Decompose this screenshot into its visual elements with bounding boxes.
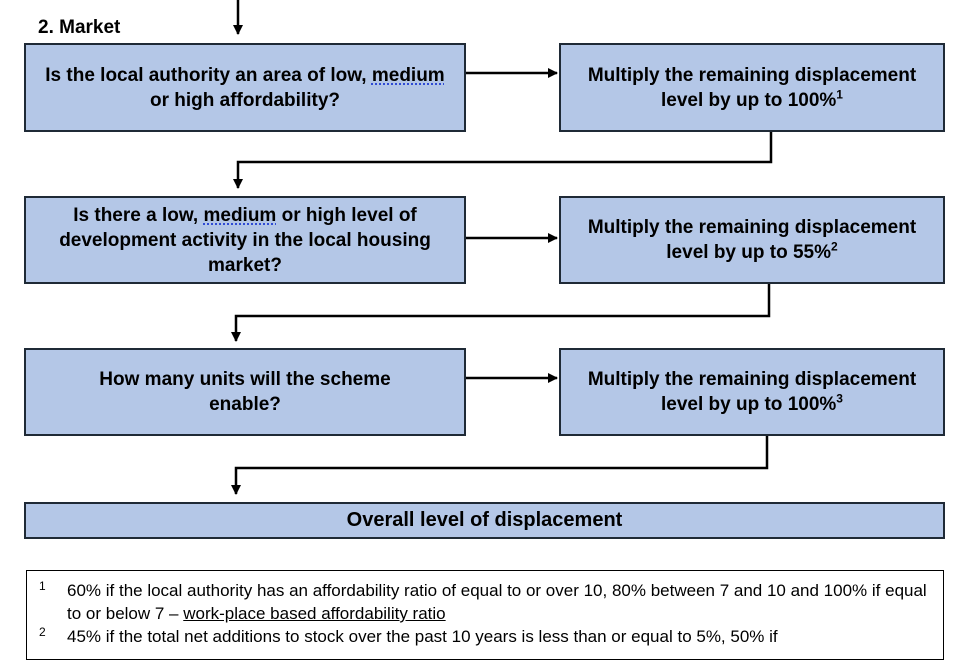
q1-text-post: or high affordability? xyxy=(150,89,340,111)
overall-displacement-box: Overall level of displacement xyxy=(24,502,945,539)
r2-text: Multiply the remaining displacement leve… xyxy=(587,217,917,263)
r2-footnote-ref: 2 xyxy=(831,239,838,254)
question-development-activity: Is there a low, medium or high level of … xyxy=(24,196,466,284)
footnote-2-number: 2 xyxy=(39,625,46,639)
q1-highlight: medium xyxy=(371,64,445,86)
r3-text: Multiply the remaining displacement leve… xyxy=(587,369,917,415)
footnote-1-text: 60% if the local authority has an afford… xyxy=(67,581,927,623)
result-units: Multiply the remaining displacement leve… xyxy=(559,348,945,436)
result-affordability: Multiply the remaining displacement leve… xyxy=(559,43,945,132)
connector-r3-final xyxy=(231,436,769,495)
section-title: 2. Market xyxy=(38,17,121,38)
final-text: Overall level of displacement xyxy=(346,509,623,531)
result-development-activity: Multiply the remaining displacement leve… xyxy=(559,196,945,284)
footnote-1-link[interactable]: work-place based affordability ratio xyxy=(183,604,446,623)
footnotes-box: 1 60% if the local authority has an affo… xyxy=(26,570,944,660)
q2-highlight: medium xyxy=(203,204,277,226)
r3-footnote-ref: 3 xyxy=(836,391,843,406)
connector-r2-q3 xyxy=(231,284,771,342)
q3-text: How many units will the scheme enable? xyxy=(99,369,391,415)
q1-text-pre: Is the local authority an area of low, xyxy=(45,64,372,86)
question-units: How many units will the scheme enable? xyxy=(24,348,466,436)
footnote-1-number: 1 xyxy=(39,579,46,593)
footnote-2: 2 45% if the total net additions to stoc… xyxy=(39,625,931,648)
r1-text: Multiply the remaining displacement leve… xyxy=(587,64,917,111)
q2-text-post: or high level of development activity in… xyxy=(59,204,431,276)
r1-footnote-ref: 1 xyxy=(836,87,843,102)
question-affordability: Is the local authority an area of low, m… xyxy=(24,43,466,132)
footnote-2-text: 45% if the total net additions to stock … xyxy=(67,627,778,646)
q2-text-pre: Is there a low, xyxy=(73,204,204,226)
connector-r1-q2 xyxy=(233,132,773,189)
footnote-1: 1 60% if the local authority has an affo… xyxy=(39,579,931,625)
